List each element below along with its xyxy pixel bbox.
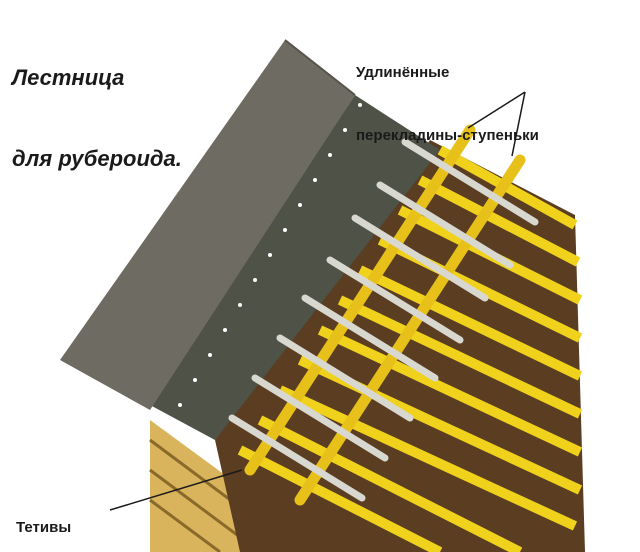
roofing-felt-underlay: [150, 95, 440, 440]
title-line-2: для рубероида.: [12, 146, 182, 171]
ladder-rungs: [228, 138, 539, 502]
rungs-label-line-2: перекладины-ступеньки: [356, 127, 539, 144]
ladder-stringers: [244, 124, 526, 506]
felt-nail-dots: [178, 103, 362, 407]
rungs-annotation: Удлинённые перекладины-ступеньки: [356, 20, 539, 188]
roofing-felt-roll: [60, 39, 356, 410]
title-line-1: Лестница: [12, 65, 125, 90]
stringers-label: Тетивы: [16, 519, 72, 536]
leader-lines: [109, 91, 526, 511]
rungs-label-line-1: Удлинённые: [356, 64, 450, 81]
diagram-title: Лестница для рубероида.: [12, 10, 182, 226]
